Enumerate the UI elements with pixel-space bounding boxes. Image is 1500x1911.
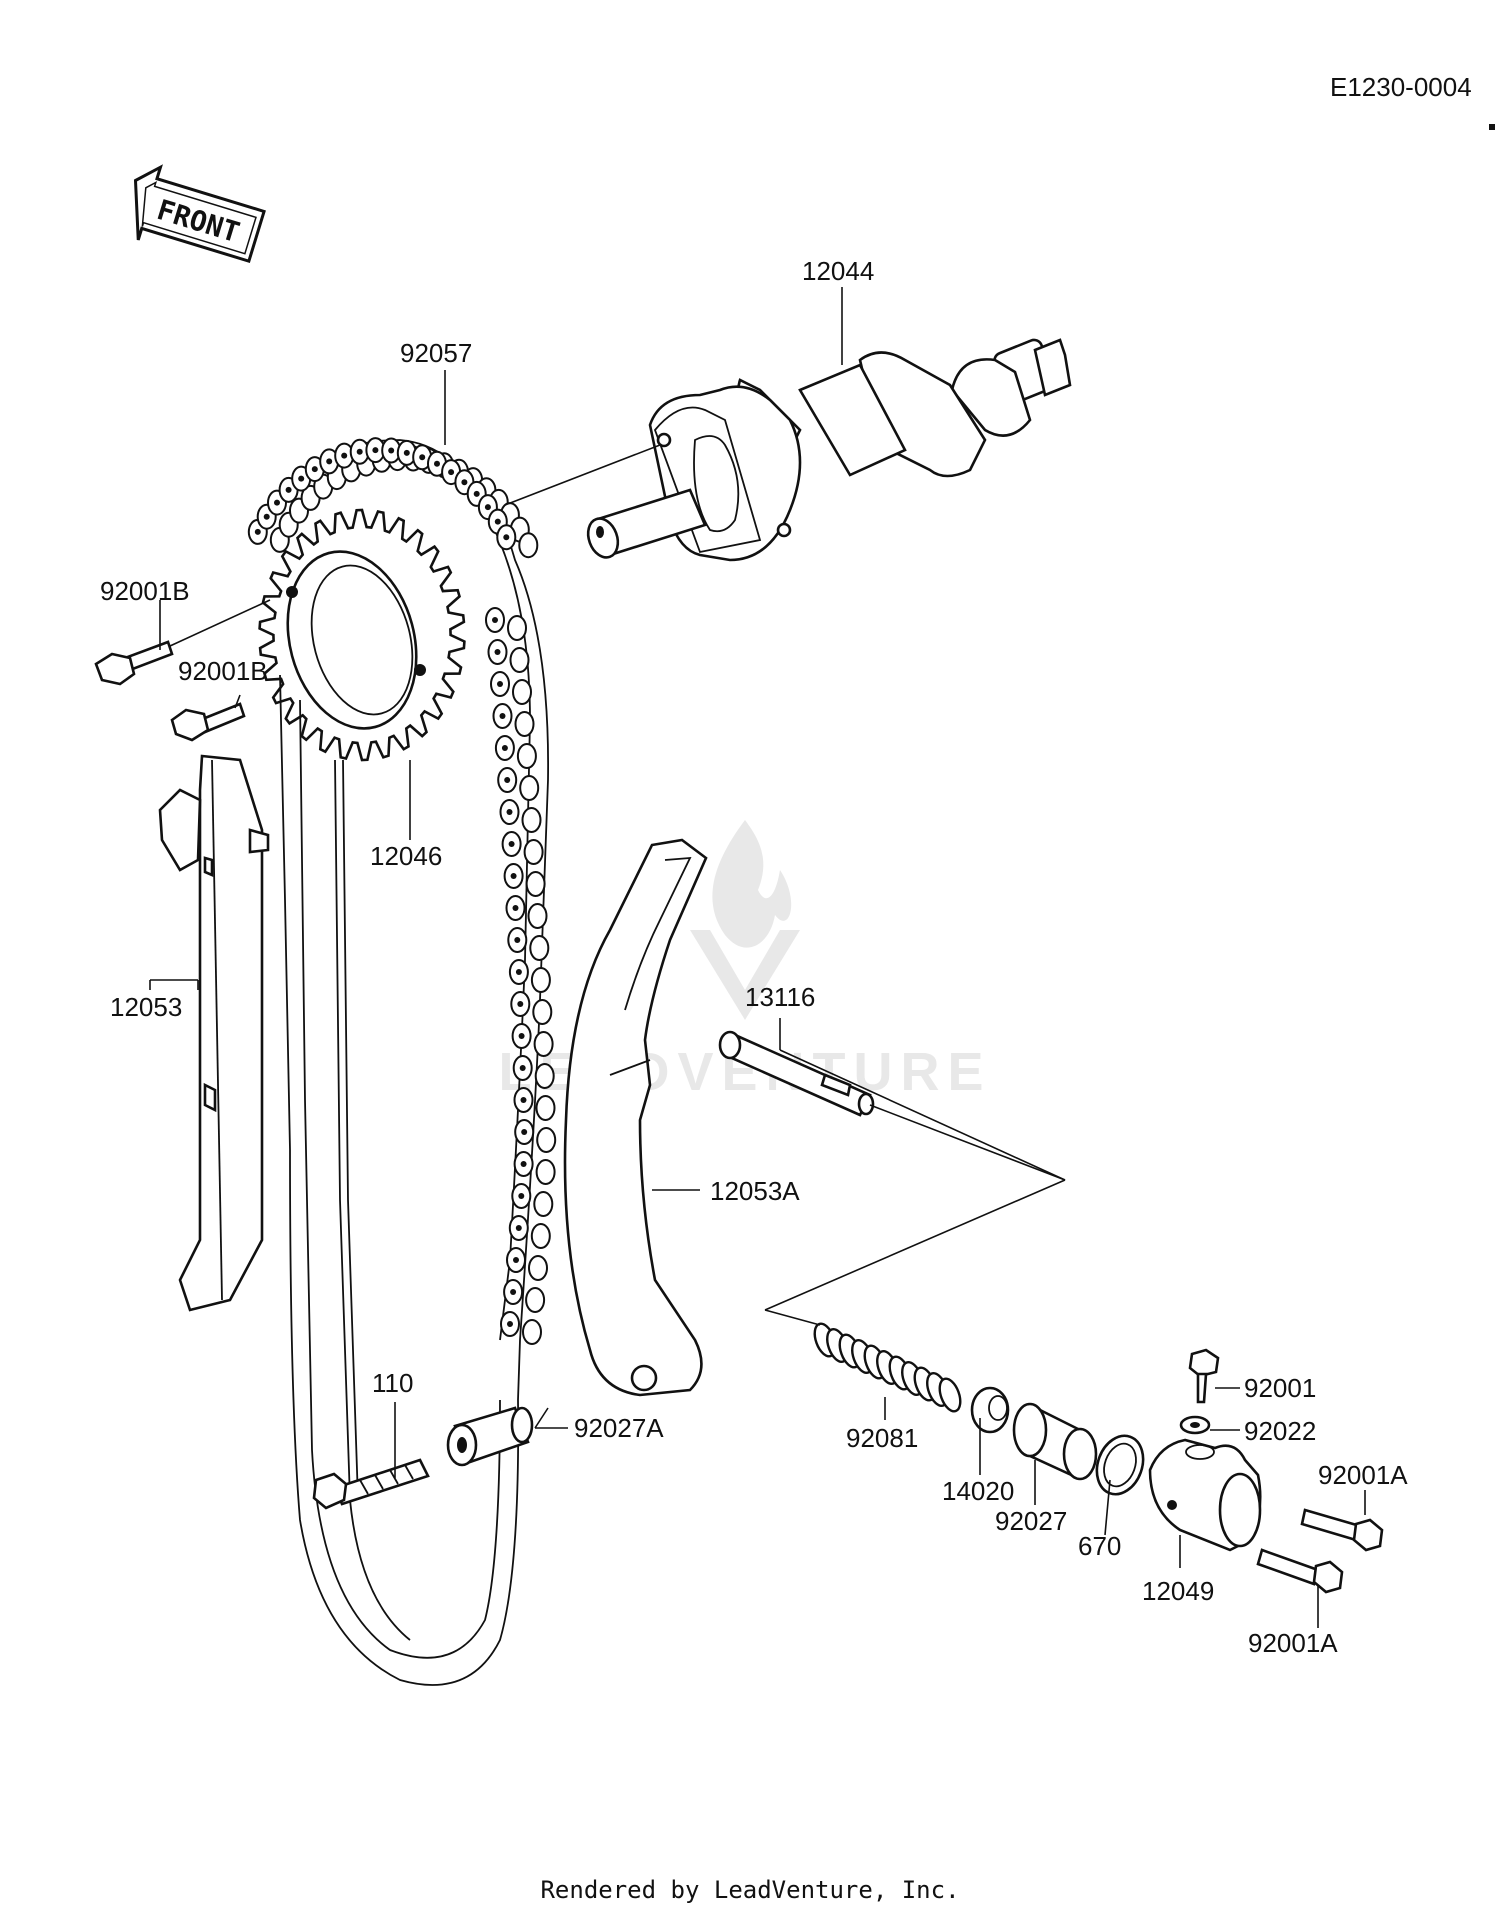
chain-loop [279, 674, 521, 1686]
spring-92081 [813, 1322, 962, 1413]
front-arrow: FRONT [133, 164, 266, 264]
label-12053: 12053 [110, 992, 182, 1022]
chain-guide-front [563, 838, 708, 1397]
label-92001: 92001 [1244, 1373, 1316, 1403]
label-670: 670 [1078, 1531, 1121, 1561]
label-92001a-1: 92001A [1318, 1460, 1408, 1490]
diagram-code: E1230-0004 [1330, 72, 1472, 102]
label-12049: 12049 [1142, 1576, 1214, 1606]
label-12044: 12044 [802, 256, 874, 286]
washer-92022 [1179, 1415, 1211, 1435]
footer-credit: Rendered by LeadVenture, Inc. [540, 1876, 959, 1904]
label-92001b-1: 92001B [100, 576, 190, 606]
label-12046: 12046 [370, 841, 442, 871]
label-92027a: 92027A [574, 1413, 664, 1443]
bolt-110 [312, 1458, 430, 1510]
collar-92027 [1012, 1402, 1098, 1481]
collar-92027a [446, 1406, 534, 1467]
bolt-92001 [1188, 1348, 1220, 1404]
tensioner-12049 [1148, 1438, 1262, 1552]
chain-guide-rear [158, 754, 270, 1312]
bolt-92001a-2 [1256, 1548, 1344, 1594]
part-labels: 12044 92057 92001B 92001B 12046 12053 13… [100, 256, 1408, 1658]
nut-14020 [970, 1386, 1010, 1434]
label-92081: 92081 [846, 1423, 918, 1453]
label-92057: 92057 [400, 338, 472, 368]
label-92022: 92022 [1244, 1416, 1316, 1446]
label-13116: 13116 [745, 982, 815, 1012]
leader-lines [149, 287, 1366, 1628]
bolt-92001b-2 [170, 702, 246, 742]
label-12053a: 12053A [710, 1176, 800, 1206]
cam-sprocket [258, 508, 466, 762]
corner-mark [1489, 124, 1495, 130]
cam-chain [247, 437, 557, 1345]
label-110: 110 [372, 1368, 413, 1398]
label-92001a-2: 92001A [1248, 1628, 1338, 1658]
camshaft [586, 338, 1072, 562]
pivot-pin [718, 1030, 875, 1117]
label-92027: 92027 [995, 1506, 1067, 1536]
o-ring-670 [1095, 1434, 1145, 1496]
label-92001b-2: 92001B [178, 656, 268, 686]
bolt-92001a-1 [1300, 1508, 1384, 1552]
label-14020: 14020 [942, 1476, 1014, 1506]
